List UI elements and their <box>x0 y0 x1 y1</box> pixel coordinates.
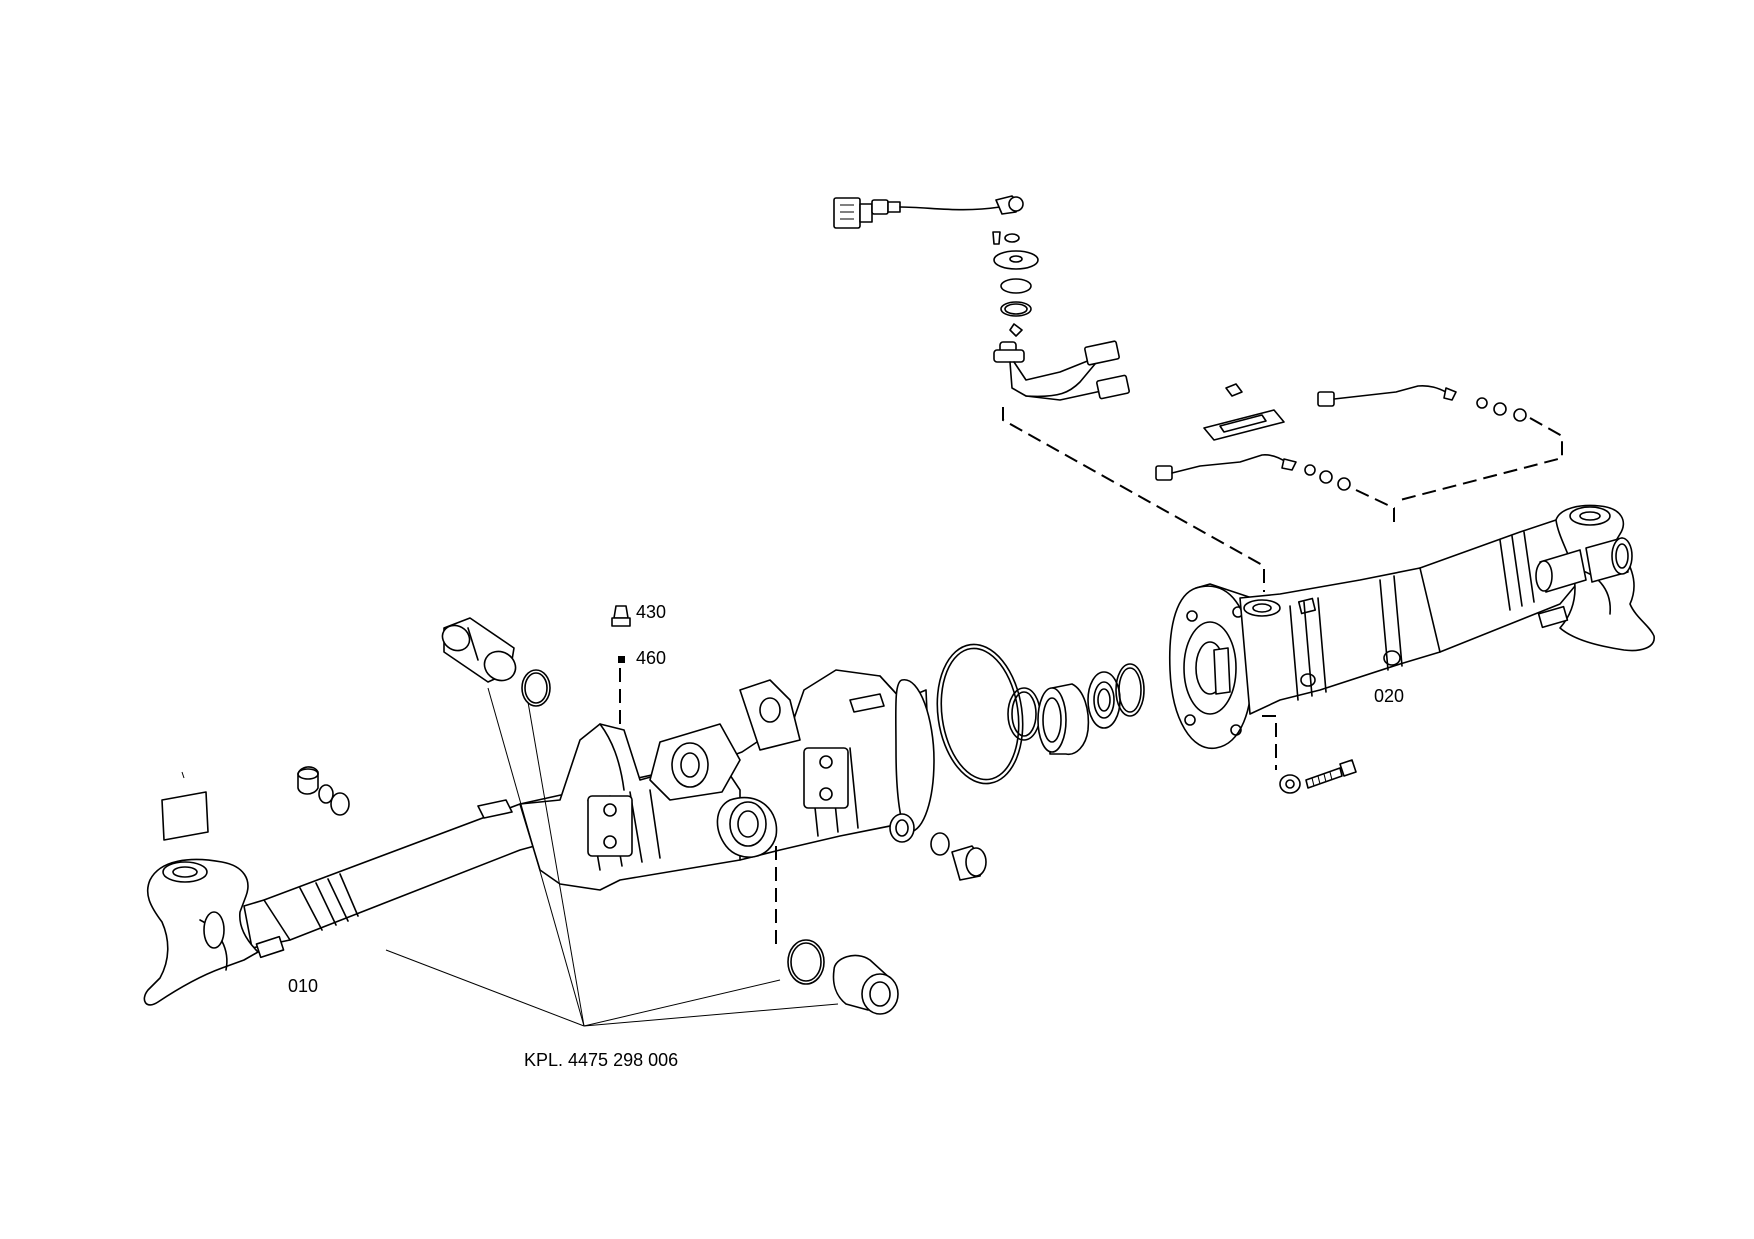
axle-beam-left <box>143 669 935 1006</box>
plug-and-ring-left <box>297 766 350 816</box>
type-plate <box>161 771 209 841</box>
bushing-lower <box>787 939 899 1015</box>
right-sensor-cable-upper <box>1317 385 1527 422</box>
speed-sensor-cable <box>993 340 1130 401</box>
label-part-020: 020 <box>1374 686 1404 706</box>
label-part-010: 010 <box>288 976 318 996</box>
plug-right-front <box>930 832 987 881</box>
cover-plate-with-screw <box>1203 383 1285 441</box>
axle-housing-right <box>1168 504 1655 750</box>
bushings-right <box>1535 537 1633 593</box>
o-ring-small-left <box>521 669 551 707</box>
speed-sensor-connector <box>833 197 901 229</box>
washer-460 <box>618 656 625 663</box>
kit-leader-lines <box>385 687 839 1027</box>
screw-with-washer <box>1279 759 1357 794</box>
large-o-ring <box>936 643 1024 785</box>
label-part-430: 430 <box>636 602 666 622</box>
bearing-set <box>1007 663 1145 755</box>
label-kit-number: KPL. 4475 298 006 <box>524 1050 678 1070</box>
speed-sensor-head <box>995 195 1024 215</box>
label-part-460: 460 <box>636 648 666 668</box>
sensor-small-parts <box>992 231 1039 337</box>
right-sensor-cable-lower <box>1155 454 1351 491</box>
kingpin-bushing <box>441 617 517 683</box>
breather-valve-430 <box>611 605 631 627</box>
